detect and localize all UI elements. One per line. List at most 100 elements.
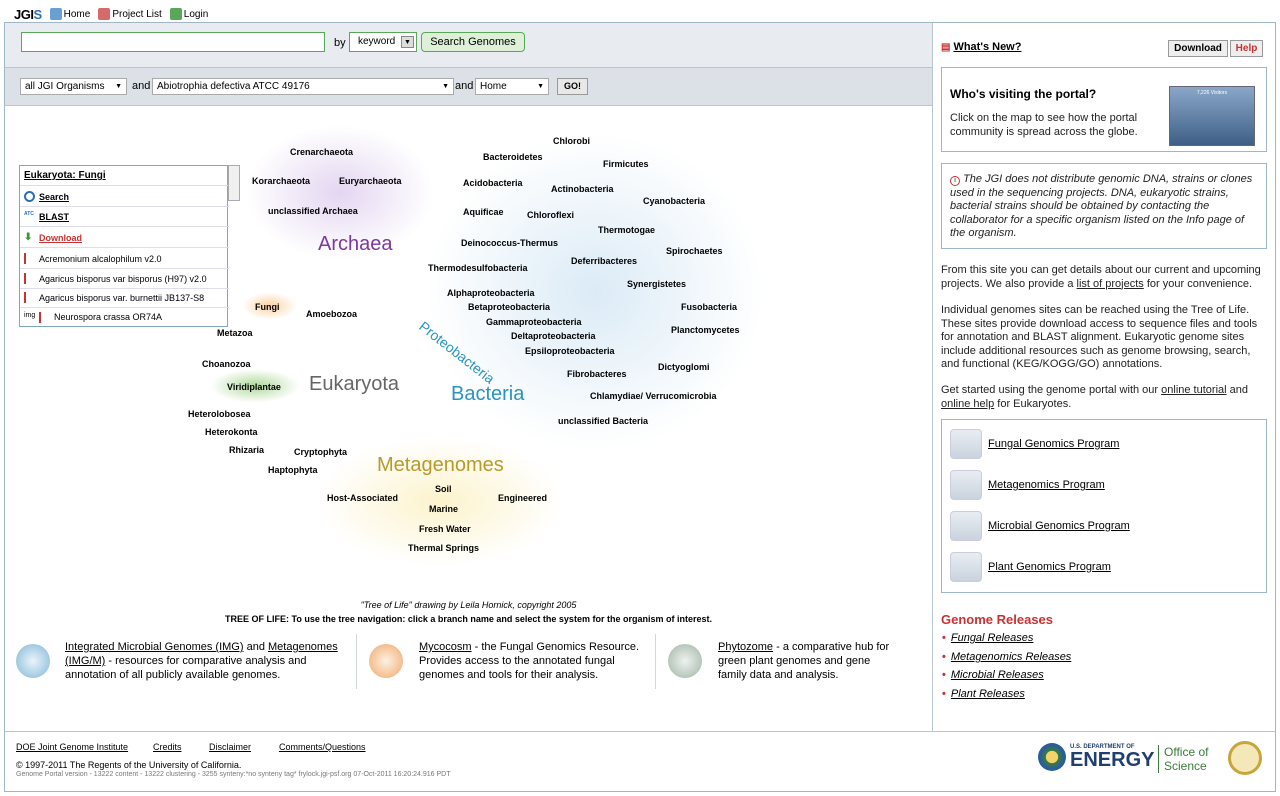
tree-node[interactable]: Heterolobosea: [188, 409, 251, 419]
program-fungal[interactable]: Fungal Genomics Program: [950, 429, 1119, 459]
footer-jgi-link[interactable]: DOE Joint Genome Institute: [16, 742, 129, 752]
tree-node[interactable]: Synergistetes: [627, 279, 687, 289]
tree-node[interactable]: Haptophyta: [268, 465, 318, 475]
tree-node[interactable]: Cyanobacteria: [643, 196, 706, 206]
tree-node[interactable]: Fungi: [255, 302, 280, 312]
tree-node[interactable]: Marine: [429, 504, 459, 514]
help-button[interactable]: Help: [1230, 40, 1263, 57]
tree-node[interactable]: Firmicutes: [603, 159, 649, 169]
release-plant[interactable]: •Plant Releases: [942, 688, 1025, 700]
program-plant[interactable]: Plant Genomics Program: [950, 552, 1111, 582]
tree-node[interactable]: Euryarchaeota: [339, 176, 402, 186]
tree-node[interactable]: Dictyoglomi: [658, 362, 710, 372]
tree-node[interactable]: Deinococcus-Thermus: [461, 238, 559, 248]
tree-node[interactable]: Viridiplantae: [227, 382, 281, 392]
search-type-select[interactable]: keyword▼: [349, 32, 417, 52]
tree-node[interactable]: unclassified Bacteria: [558, 416, 649, 426]
go-button[interactable]: GO!: [557, 78, 588, 95]
tree-node[interactable]: Chloroflexi: [527, 210, 575, 220]
tree-node[interactable]: Choanozoa: [202, 359, 251, 369]
online-tutorial-link[interactable]: online tutorial: [1161, 384, 1227, 396]
tree-node[interactable]: Fresh Water: [419, 524, 471, 534]
tree-node[interactable]: Bacteroidetes: [483, 152, 543, 162]
doe-logo[interactable]: U.S. DEPARTMENT OF ENERGY: [1038, 743, 1154, 771]
tree-node[interactable]: Epsiloproteobacteria: [525, 346, 615, 356]
popup-title: Eukaryota: Fungi: [20, 166, 229, 186]
footer-credits-link[interactable]: Credits: [153, 742, 182, 752]
group-eukaryota[interactable]: Eukaryota: [309, 373, 400, 395]
tree-node[interactable]: Cryptophyta: [294, 447, 348, 457]
office-of-science[interactable]: Office of Science: [1158, 745, 1208, 773]
tree-node[interactable]: Metazoa: [217, 328, 253, 338]
tree-node[interactable]: Spirochaetes: [666, 246, 723, 256]
program-microbial[interactable]: Microbial Genomics Program: [950, 511, 1130, 541]
tree-node[interactable]: Betaproteobacteria: [468, 302, 551, 312]
nav-home[interactable]: Home: [49, 8, 90, 20]
tree-node[interactable]: Host-Associated: [327, 493, 399, 503]
tree-node[interactable]: Acidobacteria: [463, 178, 523, 188]
tree-node[interactable]: Fibrobacteres: [567, 369, 627, 379]
popup-organism[interactable]: Agaricus bisporus var bisporus (H97) v2.…: [20, 269, 229, 289]
nav-login[interactable]: Login: [169, 8, 208, 20]
tree-node[interactable]: Planctomycetes: [671, 325, 740, 335]
tree-node[interactable]: Soil: [435, 484, 452, 494]
phytozome-link[interactable]: Phytozome: [718, 641, 774, 653]
organism-select[interactable]: Abiotrophia defectiva ATCC 49176▼: [152, 78, 454, 95]
tree-node[interactable]: Actinobacteria: [551, 184, 614, 194]
tree-node[interactable]: Korarchaeota: [252, 176, 311, 186]
release-metagenomics[interactable]: •Metagenomics Releases: [942, 651, 1072, 663]
tree-node[interactable]: Engineered: [498, 493, 548, 503]
popup-search[interactable]: Search: [20, 187, 229, 207]
online-help-link[interactable]: online help: [941, 397, 995, 410]
search-genomes-button[interactable]: Search Genomes: [421, 32, 525, 52]
popup-download[interactable]: ⬇Download: [20, 228, 229, 248]
whats-new[interactable]: ▤ What's New?: [941, 41, 1022, 53]
tree-node[interactable]: Thermal Springs: [408, 543, 480, 553]
imgm-link-2[interactable]: (IMG/M): [65, 655, 106, 667]
img-icon[interactable]: [16, 644, 50, 678]
tree-node[interactable]: unclassified Archaea: [268, 206, 358, 216]
img-link[interactable]: Integrated Microbial Genomes (IMG): [65, 641, 244, 653]
jgi-logo[interactable]: JGIS: [14, 6, 42, 22]
tree-node[interactable]: Rhizaria: [229, 445, 265, 455]
tree-node[interactable]: Gammaproteobacteria: [486, 317, 582, 327]
tree-node[interactable]: Thermodesulfobacteria: [428, 263, 528, 273]
nav-project-list[interactable]: Project List: [98, 8, 162, 20]
organism-group-select[interactable]: all JGI Organisms▼: [20, 78, 127, 95]
phytozome-icon[interactable]: [668, 644, 702, 678]
download-button[interactable]: Download: [1168, 40, 1228, 57]
notice-text: i The JGI does not distribute genomic DN…: [950, 173, 1253, 239]
group-bacteria[interactable]: Bacteria: [451, 383, 525, 405]
imgm-link[interactable]: Metagenomes: [268, 641, 338, 653]
tree-node[interactable]: Aquificae: [463, 207, 504, 217]
tree-node[interactable]: Fusobacteria: [681, 302, 738, 312]
tree-node[interactable]: Alphaproteobacteria: [447, 288, 535, 298]
visitor-map[interactable]: 7,226 Visitors: [1169, 86, 1255, 146]
page-select[interactable]: Home▼: [475, 78, 549, 95]
group-archaea[interactable]: Archaea: [318, 233, 393, 255]
tree-node[interactable]: Deltaproteobacteria: [511, 331, 596, 341]
tree-node[interactable]: Amoebozoa: [306, 309, 358, 319]
release-fungal[interactable]: •Fungal Releases: [942, 632, 1034, 644]
popup-scrollbar[interactable]: [228, 165, 240, 201]
tree-node[interactable]: Crenarchaeota: [290, 147, 354, 157]
tree-node[interactable]: Chlamydiae/ Verrucomicrobia: [590, 391, 717, 401]
tree-node[interactable]: Thermotogae: [598, 225, 656, 235]
search-input[interactable]: [21, 32, 325, 52]
list-of-projects-link[interactable]: list of projects: [1076, 277, 1144, 290]
uc-seal-icon[interactable]: [1228, 741, 1262, 775]
popup-organism[interactable]: Acremonium alcalophilum v2.0: [20, 249, 229, 269]
program-metagenomics[interactable]: Metagenomics Program: [950, 470, 1105, 500]
tree-node[interactable]: Deferribacteres: [571, 256, 638, 266]
group-metagenomes[interactable]: Metagenomes: [377, 454, 504, 476]
tree-node[interactable]: Heterokonta: [205, 427, 258, 437]
tree-node[interactable]: Chlorobi: [553, 136, 590, 146]
popup-organism[interactable]: Agaricus bisporus var. burnettii JB137-S…: [20, 288, 229, 308]
mycocosm-icon[interactable]: [369, 644, 403, 678]
mycocosm-link[interactable]: Mycocosm: [419, 641, 472, 653]
footer-disclaimer-link[interactable]: Disclaimer: [209, 742, 252, 752]
footer-comments-link[interactable]: Comments/Questions: [279, 742, 366, 752]
release-microbial[interactable]: •Microbial Releases: [942, 669, 1044, 681]
